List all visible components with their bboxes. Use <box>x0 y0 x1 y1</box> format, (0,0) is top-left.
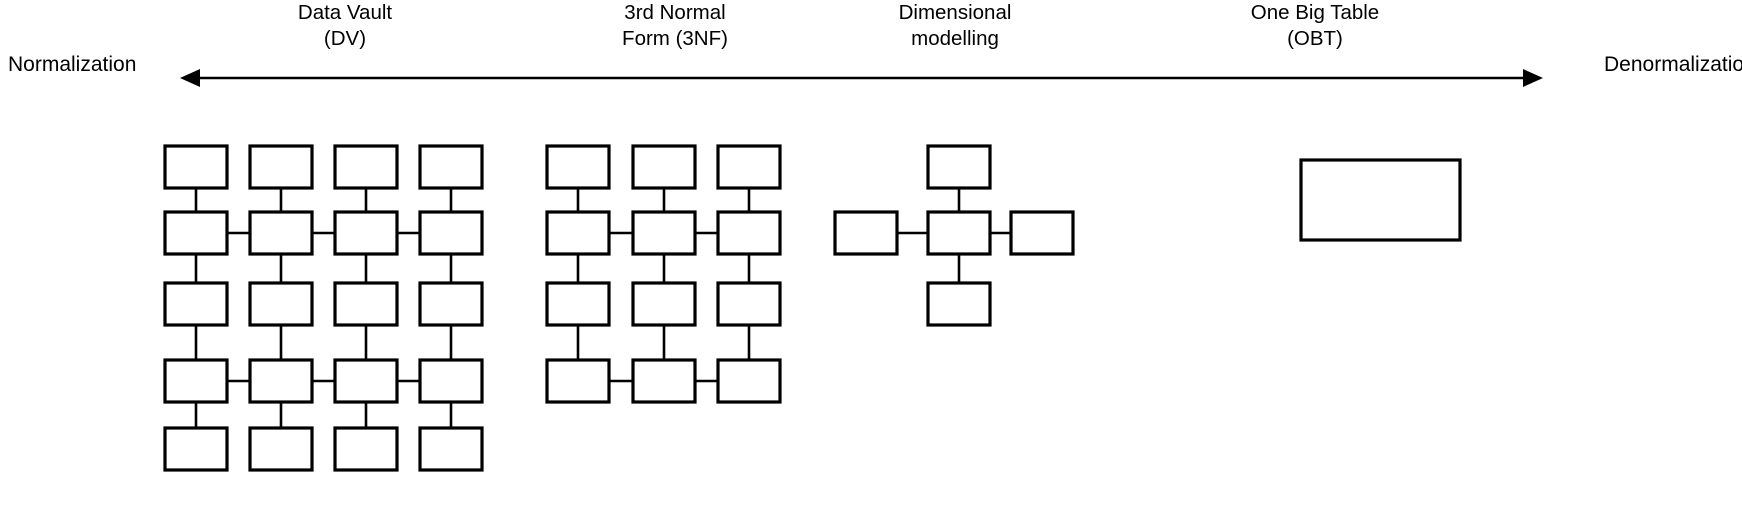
axis-arrowhead-left <box>180 69 200 87</box>
third-normal-form-box <box>545 281 611 327</box>
dimensional-fact-box <box>926 210 992 256</box>
third-normal-form-box <box>716 281 782 327</box>
dimensional-satellite-right <box>1009 210 1075 256</box>
third-normal-form-box <box>716 358 782 404</box>
data-vault-box <box>418 210 484 256</box>
data-vault-box <box>248 358 314 404</box>
data-vault-box <box>248 144 314 190</box>
one-big-table-box <box>1299 158 1462 242</box>
data-vault-box <box>163 144 229 190</box>
dimensional-satellite-bottom <box>926 281 992 327</box>
data-vault-box <box>163 358 229 404</box>
data-vault-box <box>248 281 314 327</box>
axis-arrowhead-right <box>1523 69 1543 87</box>
third-normal-form-box <box>631 358 697 404</box>
data-vault-box <box>418 281 484 327</box>
third-normal-form-box <box>716 144 782 190</box>
third-normal-form-box <box>545 358 611 404</box>
data-vault-box <box>333 426 399 472</box>
data-vault-box <box>333 210 399 256</box>
column-title-one-big-table: One Big Table (OBT) <box>1250 1 1380 50</box>
axis-label-denormalization: Denormalization <box>1604 53 1742 76</box>
third-normal-form-box <box>631 210 697 256</box>
third-normal-form-box <box>545 144 611 190</box>
column-title-dimensional-modelling: Dimensional modelling <box>898 1 1012 50</box>
column-title-data-vault: Data Vault (DV) <box>297 1 393 50</box>
data-vault-box <box>418 358 484 404</box>
data-vault-box <box>163 281 229 327</box>
data-vault-box <box>333 281 399 327</box>
data-vault-box <box>418 426 484 472</box>
column-title-third-normal-form: 3rd Normal Form (3NF) <box>622 1 728 50</box>
data-vault-box <box>248 210 314 256</box>
data-vault-box <box>163 210 229 256</box>
third-normal-form-box <box>631 281 697 327</box>
data-vault-box <box>418 144 484 190</box>
data-vault-box <box>333 144 399 190</box>
third-normal-form-box <box>545 210 611 256</box>
dimensional-satellite-left <box>833 210 899 256</box>
data-vault-box <box>333 358 399 404</box>
axis-label-normalization: Normalization <box>8 53 137 76</box>
third-normal-form-box <box>716 210 782 256</box>
third-normal-form-box <box>631 144 697 190</box>
dimensional-satellite-top <box>926 144 992 190</box>
data-vault-box <box>248 426 314 472</box>
data-vault-box <box>163 426 229 472</box>
